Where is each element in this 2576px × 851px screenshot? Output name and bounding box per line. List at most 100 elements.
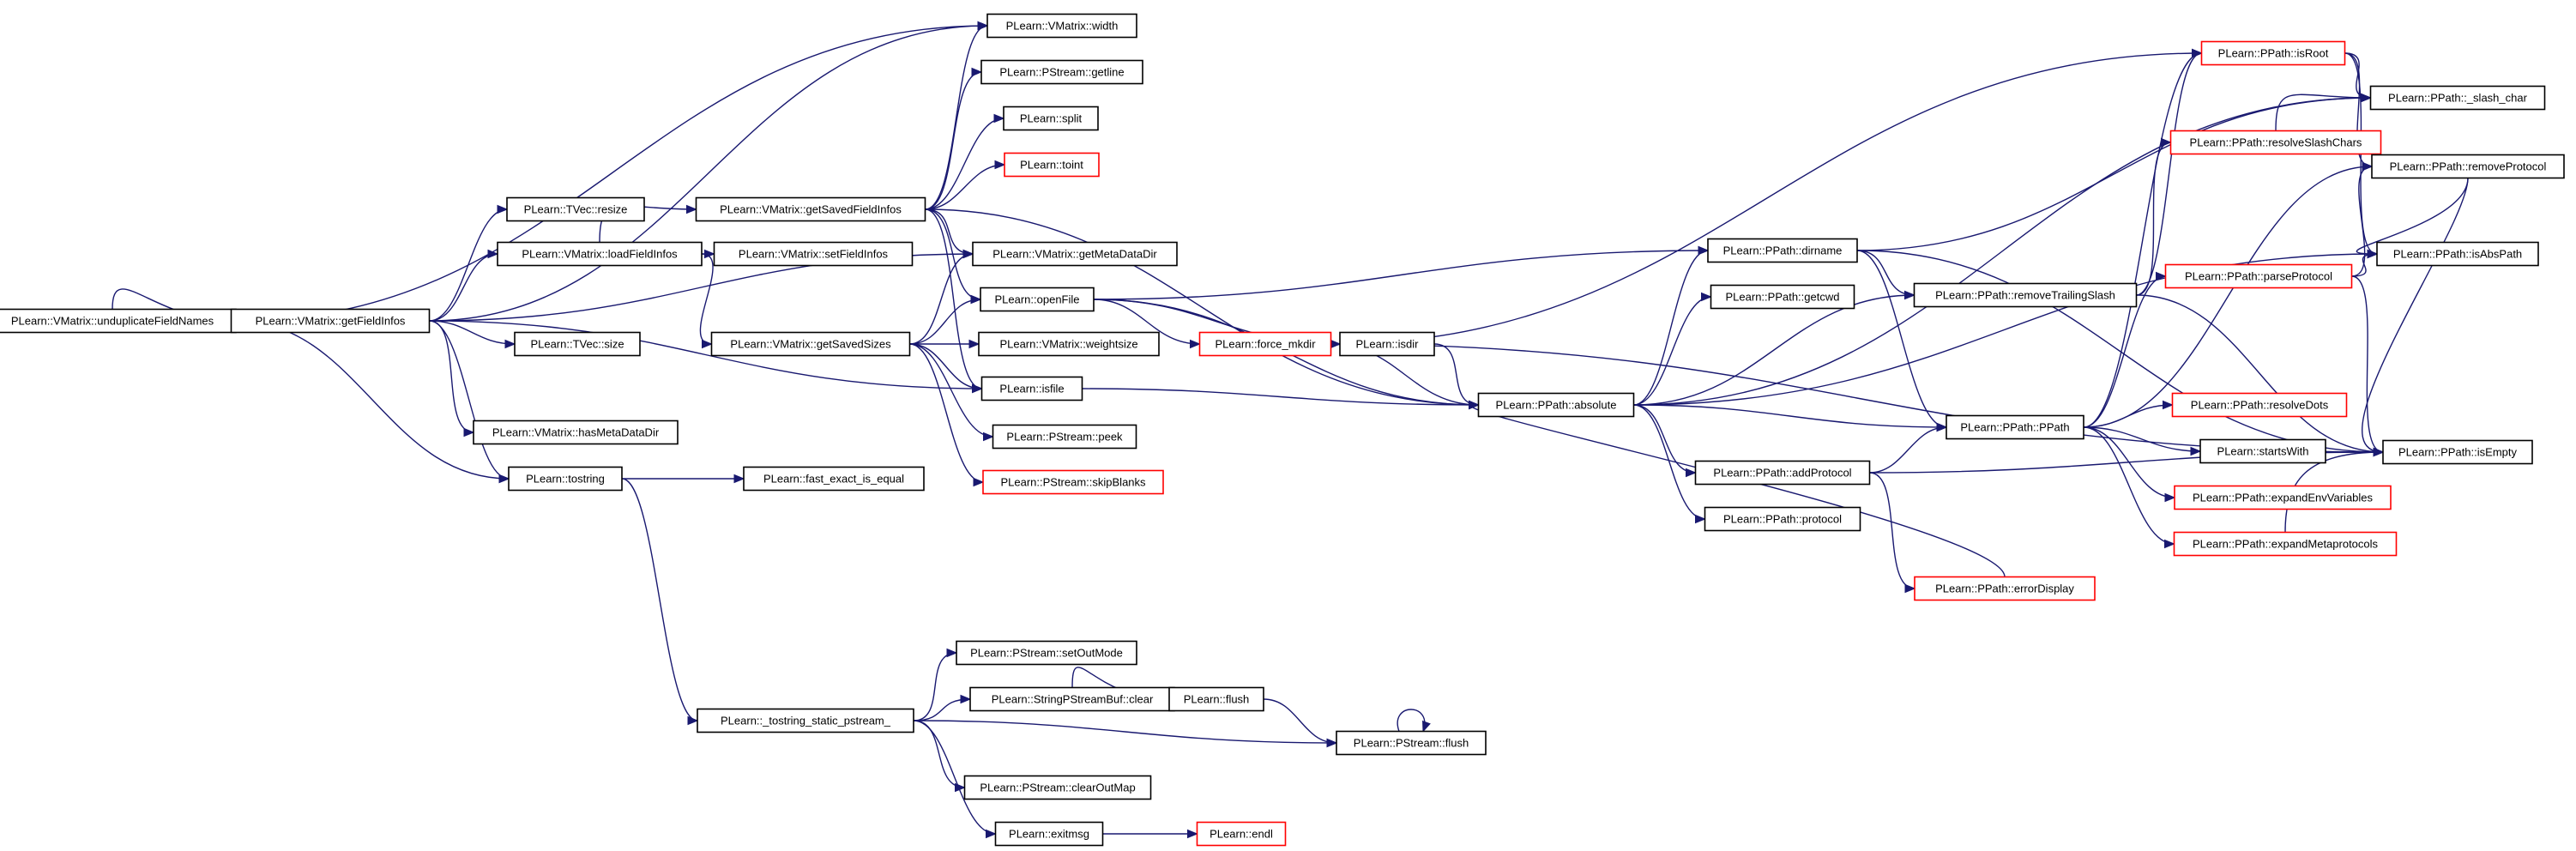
node-getSavedSizes[interactable]: PLearn::VMatrix::getSavedSizes — [710, 331, 911, 357]
node-removeProtocol[interactable]: PLearn::PPath::removeProtocol — [2371, 154, 2565, 179]
node-box[interactable] — [1913, 282, 2138, 308]
node-parseProtocol[interactable]: PLearn::PPath::parseProtocol — [2164, 263, 2353, 289]
node-box[interactable] — [508, 466, 623, 492]
node-box[interactable] — [980, 59, 1143, 85]
node-box[interactable] — [1707, 238, 1858, 263]
node-box[interactable] — [2369, 85, 2546, 111]
node-box[interactable] — [1004, 152, 1100, 178]
node-box[interactable] — [697, 708, 914, 733]
node-box[interactable] — [1198, 331, 1332, 357]
node-pstream_flush[interactable]: PLearn::PStream::flush — [1336, 730, 1487, 756]
node-box[interactable] — [230, 308, 431, 334]
node-box[interactable] — [506, 196, 645, 222]
node-isfile[interactable]: PLearn::isfile — [980, 376, 1083, 401]
node-box[interactable] — [980, 376, 1083, 401]
node-box[interactable] — [1003, 106, 1099, 131]
node-box[interactable] — [695, 196, 926, 222]
node-protocol[interactable]: PLearn::PPath::protocol — [1704, 506, 1861, 532]
node-box[interactable] — [2171, 392, 2348, 418]
node-endl[interactable]: PLearn::endl — [1196, 821, 1287, 847]
edge-tostring-to-tostring_static — [621, 478, 699, 726]
node-box[interactable] — [1339, 331, 1435, 357]
node-box[interactable] — [994, 821, 1104, 847]
node-box[interactable] — [2371, 154, 2565, 179]
node-dirname[interactable]: PLearn::PPath::dirname — [1707, 238, 1858, 263]
node-getMetaDataDir[interactable]: PLearn::VMatrix::getMetaDataDir — [972, 241, 1178, 267]
node-tvec_size[interactable]: PLearn::TVec::size — [514, 331, 641, 357]
node-force_mkdir[interactable]: PLearn::force_mkdir — [1198, 331, 1332, 357]
node-openFile[interactable]: PLearn::openFile — [980, 287, 1095, 312]
node-clearOutMap[interactable]: PLearn::PStream::clearOutMap — [963, 775, 1152, 800]
node-box[interactable] — [1196, 821, 1287, 847]
node-box[interactable] — [2376, 241, 2539, 267]
node-loadFieldInfos[interactable]: PLearn::VMatrix::loadFieldInfos — [497, 241, 703, 267]
node-tvec_resize[interactable]: PLearn::TVec::resize — [506, 196, 645, 222]
node-peek[interactable]: PLearn::PStream::peek — [992, 424, 1137, 450]
node-tostring_static[interactable]: PLearn::_tostring_static_pstream_ — [697, 708, 914, 733]
node-isRoot[interactable]: PLearn::PPath::isRoot — [2200, 40, 2346, 66]
node-box[interactable] — [473, 419, 679, 445]
node-setOutMode[interactable]: PLearn::PStream::setOutMode — [956, 640, 1137, 666]
node-skipBlanks[interactable]: PLearn::PStream::skipBlanks — [982, 469, 1164, 495]
node-box[interactable] — [1710, 284, 1855, 310]
node-startsWith[interactable]: PLearn::startsWith — [2199, 438, 2326, 464]
node-box[interactable] — [972, 241, 1178, 267]
node-box[interactable] — [2169, 130, 2382, 155]
node-getcwd[interactable]: PLearn::PPath::getcwd — [1710, 284, 1855, 310]
node-box[interactable] — [514, 331, 641, 357]
node-isAbsPath[interactable]: PLearn::PPath::isAbsPath — [2376, 241, 2539, 267]
node-absolute[interactable]: PLearn::PPath::absolute — [1477, 392, 1635, 418]
node-weightsize[interactable]: PLearn::VMatrix::weightsize — [978, 331, 1160, 357]
node-expandMetaprotocols[interactable]: PLearn::PPath::expandMetaprotocols — [2173, 531, 2398, 557]
node-box[interactable] — [2382, 439, 2533, 465]
node-toint[interactable]: PLearn::toint — [1004, 152, 1100, 178]
node-tostring[interactable]: PLearn::tostring — [508, 466, 623, 492]
node-box[interactable] — [2200, 40, 2346, 66]
node-box[interactable] — [497, 241, 703, 267]
node-box[interactable] — [1336, 730, 1487, 756]
node-box[interactable] — [982, 469, 1164, 495]
node-ppath[interactable]: PLearn::PPath::PPath — [1946, 414, 2084, 440]
node-box[interactable] — [956, 640, 1137, 666]
node-box[interactable] — [980, 287, 1095, 312]
node-spsb_clear[interactable]: PLearn::StringPStreamBuf::clear — [969, 686, 1175, 712]
node-getFieldInfos[interactable]: PLearn::VMatrix::getFieldInfos — [230, 308, 431, 334]
node-box[interactable] — [1946, 414, 2084, 440]
node-box[interactable] — [986, 13, 1137, 39]
node-hasMetaDataDir[interactable]: PLearn::VMatrix::hasMetaDataDir — [473, 419, 679, 445]
node-flush_fn[interactable]: PLearn::flush — [1168, 686, 1264, 712]
node-resolveDots[interactable]: PLearn::PPath::resolveDots — [2171, 392, 2348, 418]
node-slash_char[interactable]: PLearn::PPath::_slash_char — [2369, 85, 2546, 111]
node-box[interactable] — [963, 775, 1152, 800]
node-box[interactable] — [710, 331, 911, 357]
node-getline[interactable]: PLearn::PStream::getline — [980, 59, 1143, 85]
node-resolveSlashChars[interactable]: PLearn::PPath::resolveSlashChars — [2169, 130, 2382, 155]
node-expandEnvVariables[interactable]: PLearn::PPath::expandEnvVariables — [2174, 485, 2392, 510]
node-box[interactable] — [1694, 460, 1871, 486]
node-getSavedFieldInfos[interactable]: PLearn::VMatrix::getSavedFieldInfos — [695, 196, 926, 222]
edge-isfile-to-absolute — [1082, 388, 1480, 410]
node-box[interactable] — [2199, 438, 2326, 464]
node-box[interactable] — [1477, 392, 1635, 418]
node-width[interactable]: PLearn::VMatrix::width — [986, 13, 1137, 39]
node-setFieldInfos[interactable]: PLearn::VMatrix::setFieldInfos — [713, 241, 914, 267]
node-box[interactable] — [992, 424, 1137, 450]
node-exitmsg[interactable]: PLearn::exitmsg — [994, 821, 1104, 847]
node-errorDisplay[interactable]: PLearn::PPath::errorDisplay — [1914, 576, 2096, 601]
node-box[interactable] — [2164, 263, 2353, 289]
node-box[interactable] — [2174, 485, 2392, 510]
node-removeTrailingSlash[interactable]: PLearn::PPath::removeTrailingSlash — [1913, 282, 2138, 308]
node-split[interactable]: PLearn::split — [1003, 106, 1099, 131]
node-fast_exact[interactable]: PLearn::fast_exact_is_equal — [743, 466, 925, 492]
node-isdir[interactable]: PLearn::isdir — [1339, 331, 1435, 357]
node-addProtocol[interactable]: PLearn::PPath::addProtocol — [1694, 460, 1871, 486]
node-box[interactable] — [743, 466, 925, 492]
node-box[interactable] — [1914, 576, 2096, 601]
node-isEmpty[interactable]: PLearn::PPath::isEmpty — [2382, 439, 2533, 465]
node-box[interactable] — [978, 331, 1160, 357]
node-box[interactable] — [1704, 506, 1861, 532]
node-box[interactable] — [2173, 531, 2398, 557]
node-box[interactable] — [1168, 686, 1264, 712]
node-box[interactable] — [713, 241, 914, 267]
node-unduplicate[interactable]: PLearn::VMatrix::unduplicateFieldNames — [0, 308, 237, 334]
